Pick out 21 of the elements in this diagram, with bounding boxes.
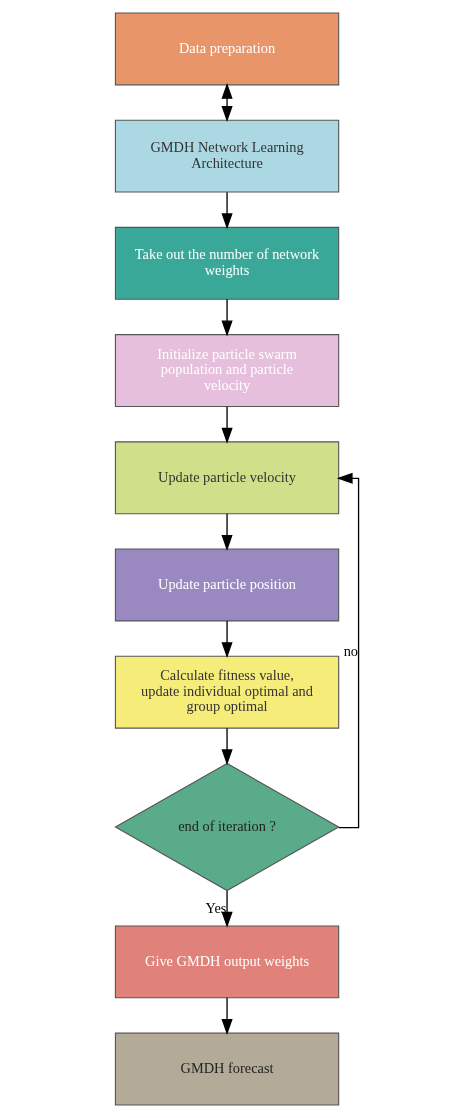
node-box: Calculate fitness value, update individual optimal and group optimal: [114, 655, 340, 729]
arrow: [221, 727, 233, 766]
node-box: Initialize particle swarm population and particle velocity: [114, 334, 340, 408]
node-box: Update particle velocity: [114, 441, 340, 515]
node-box: Give GMDH output weights: [114, 925, 340, 999]
arrow: [221, 405, 233, 444]
node-box: Update particle position: [114, 548, 340, 622]
arrow: [221, 82, 233, 123]
node-box: GMDH forecast: [114, 1032, 340, 1106]
arrow: [221, 890, 233, 928]
node-box: GMDH Network Learning Architecture: [114, 119, 340, 193]
node-diamond: end of iteration ?: [114, 762, 340, 892]
arrow: [336, 472, 360, 829]
node-box: Data preparation: [114, 12, 340, 86]
edge-label: no: [343, 642, 359, 659]
arrow: [221, 997, 233, 1035]
arrow: [221, 298, 233, 337]
arrow: [221, 513, 233, 551]
node-box: Take out the number of network weights: [114, 226, 340, 300]
arrow: [221, 191, 233, 230]
arrow: [221, 620, 233, 659]
